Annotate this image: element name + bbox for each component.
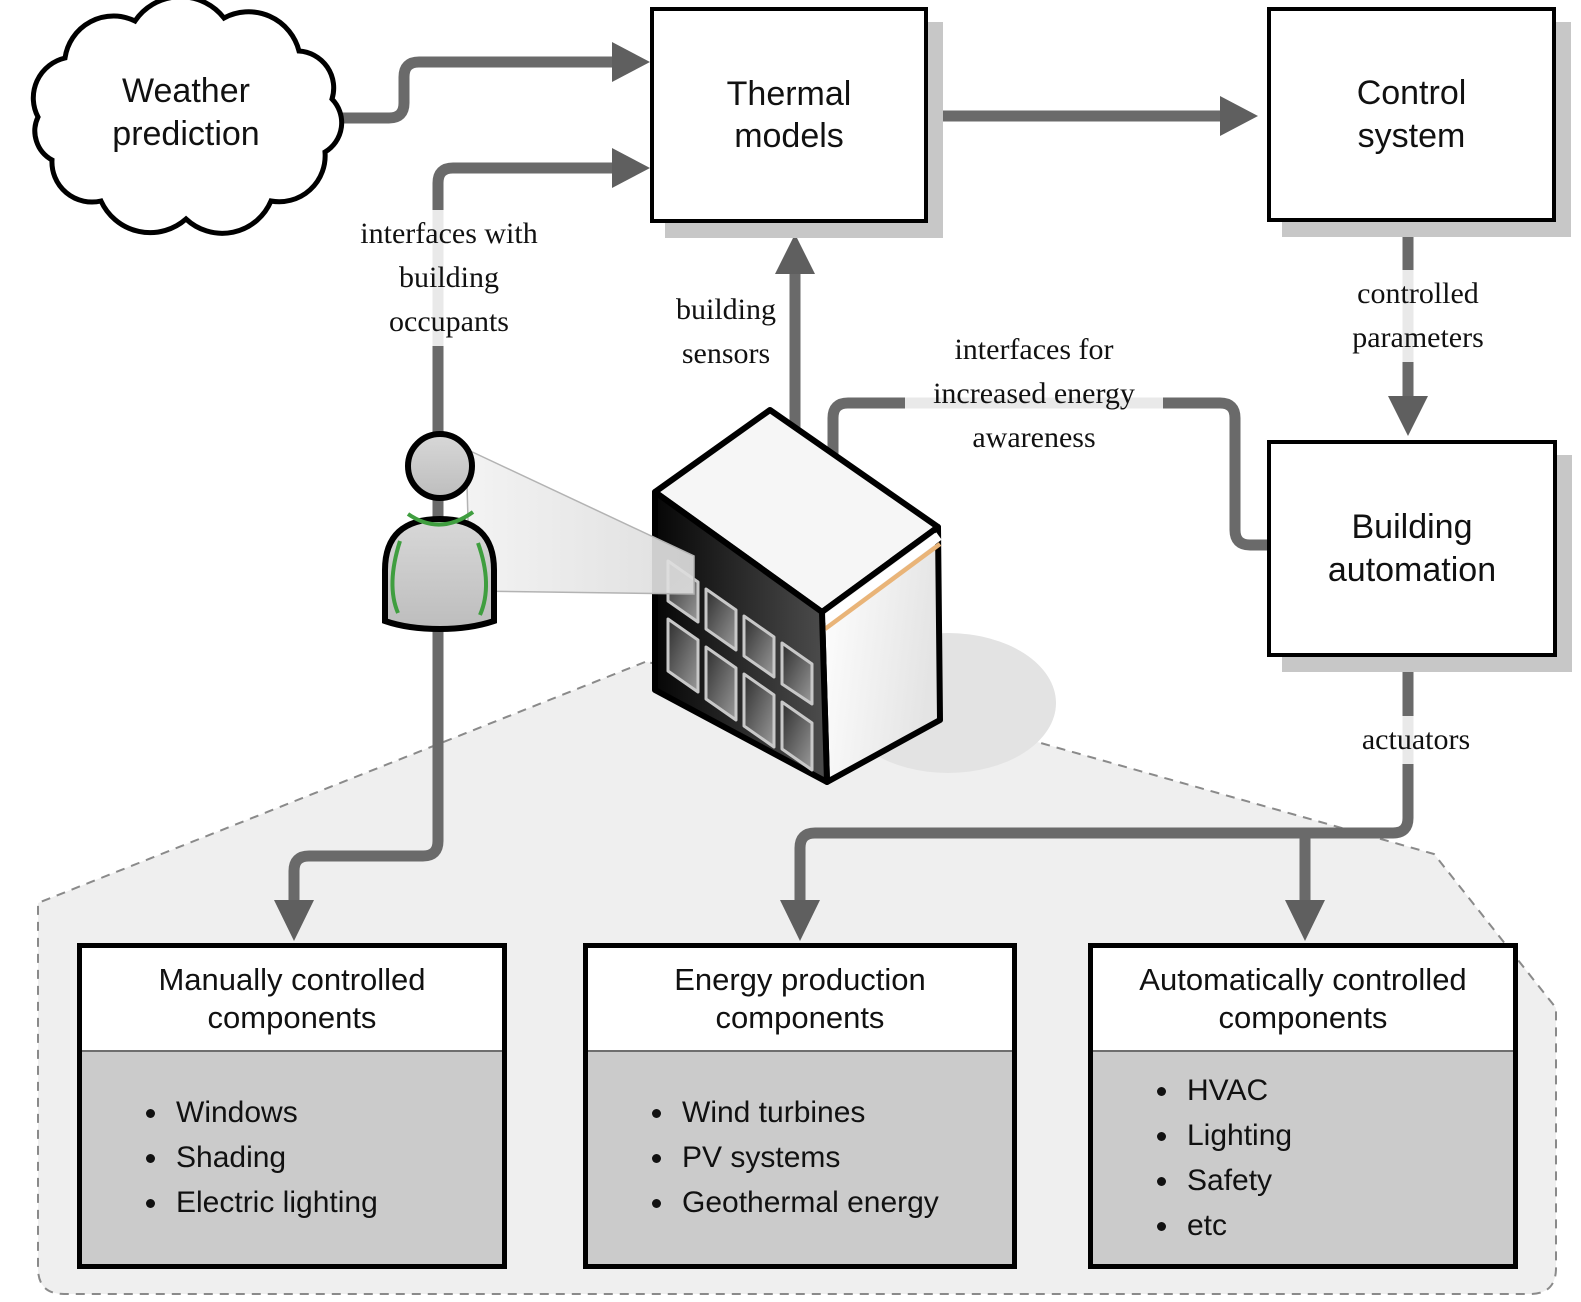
component-box-title-text: Manually controlled components [158,962,426,1035]
component-list: Wind turbines PV systems Geothermal ener… [588,1052,1012,1264]
list-item: Electric lighting [170,1186,378,1220]
component-box-title: Energy production components [588,948,1012,1052]
node-building-automation: Building automation [1267,440,1557,657]
list-item: etc [1181,1209,1292,1243]
connector-automation-to-components [794,657,1414,902]
arrowhead [1220,96,1258,136]
list-item: Geothermal energy [676,1186,939,1220]
node-weather-prediction: Weather prediction [90,70,282,155]
list-item: HVAC [1181,1074,1292,1108]
label-controlled-parameters: controlled parameters [1326,270,1510,362]
arrowhead [775,234,815,274]
component-box-title-text: Automatically controlled components [1139,962,1467,1035]
component-box-manual: Manually controlled components Windows S… [77,943,507,1269]
person-arm-right [476,542,489,616]
connector-weather-to-thermal [333,56,612,124]
node-control-system: Control system [1267,7,1556,222]
list-item: Windows [170,1096,378,1130]
connector-occupants-to-thermal [288,162,612,902]
arrowhead [612,42,650,82]
person-body [382,515,497,633]
arrowhead [274,900,314,941]
list-item: PV systems [676,1141,939,1175]
component-box-energy: Energy production components Wind turbin… [583,943,1017,1269]
arrowhead [612,148,650,188]
component-list: Windows Shading Electric lighting [82,1052,502,1264]
building-window [780,700,814,772]
list-item: Shading [170,1141,378,1175]
component-box-title: Manually controlled components [82,948,502,1052]
node-label: Control system [1356,74,1467,155]
weather-cloud-shape [30,0,345,236]
label-interfaces-occupants: interfaces with building occupants [348,210,550,346]
arrowhead [1285,900,1325,941]
list-item: Wind turbines [676,1096,939,1130]
building-window [780,641,814,706]
building-window [742,614,776,679]
connector-automation-to-building [827,397,1267,551]
person-collar [406,510,475,527]
arrowhead [780,900,820,941]
building-trim-orange [823,542,942,631]
node-label: Thermal models [726,74,852,156]
component-box-title: Automatically controlled components [1093,948,1513,1052]
component-box-automatic: Automatically controlled components HVAC… [1088,943,1518,1269]
person-arm-left [390,540,402,614]
label-interfaces-awareness: interfaces for increased energy awarenes… [905,326,1163,462]
arrowhead [1388,396,1428,436]
label-actuators: actuators [1330,716,1502,764]
building-trim-white [821,532,942,625]
connector-lines [288,56,1414,902]
building-window [742,672,776,749]
list-item: Safety [1181,1164,1292,1198]
list-item: Lighting [1181,1119,1292,1153]
building-window [704,645,738,722]
building-window [666,617,700,694]
node-label: Building automation [1327,508,1497,589]
person-head [405,431,475,501]
node-label: Weather prediction [112,72,260,153]
component-box-title-text: Energy production components [674,962,926,1035]
component-list: HVAC Lighting Safety etc [1093,1052,1513,1264]
label-building-sensors: building sensors [675,293,776,370]
building-icon [652,407,943,785]
person-icon [382,431,497,633]
building-window [704,587,738,652]
node-thermal-models: Thermal models [650,7,928,223]
